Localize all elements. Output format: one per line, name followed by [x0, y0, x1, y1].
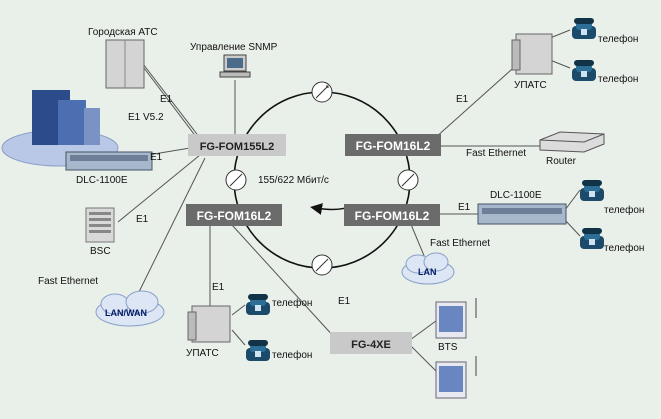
e1-label: E1: [136, 214, 149, 225]
computer-icon: [219, 54, 251, 78]
bts-upper-icon: [435, 298, 477, 339]
fast-ethernet-right-label: Fast Ethernet: [430, 238, 490, 249]
e1-label: E1: [458, 202, 471, 213]
phone-label: телефон: [272, 297, 312, 309]
bts-lower-icon: [435, 356, 477, 399]
fom16-left-node: [186, 204, 282, 226]
fom16-top-node-label: FG-FOM16L2: [356, 139, 431, 153]
fom16-left-node-label: FG-FOM16L2: [197, 209, 272, 223]
upats-bottom-rack-icon: [187, 305, 231, 343]
phone-label: телефон: [272, 349, 312, 361]
lan-label: LAN: [418, 267, 437, 277]
fom16-right-node: [344, 204, 440, 226]
phone-label: телефон: [598, 33, 638, 45]
fg4xe-node-label: FG-4XE: [351, 339, 391, 351]
fast-ethernet-left-label: Fast Ethernet: [38, 276, 98, 287]
connection-lines: [117, 29, 581, 376]
fom16-right-node-label: FG-FOM16L2: [355, 209, 430, 223]
ring-speed-label: 155/622 Мбит/с: [258, 174, 329, 186]
ring-repeater-icon: [311, 254, 333, 276]
ring-repeater-icon: [397, 169, 419, 191]
ring-repeater-icon: [225, 169, 247, 191]
e1-label: E1: [160, 94, 173, 105]
phone-icon: [246, 294, 270, 315]
upats-bottom-label: УПАТС: [186, 348, 219, 359]
phone-label: телефон: [604, 204, 644, 216]
upats-top-label: УПАТС: [514, 80, 547, 91]
router-icon: [539, 131, 605, 153]
lan-wan-cloud-icon: [95, 290, 165, 327]
phone-icon: [580, 228, 604, 249]
dlc-right-label: DLC-1100E: [490, 190, 542, 201]
city-ats-label: Городская АТС: [88, 27, 158, 38]
e1-label: E1: [212, 282, 225, 293]
snmp-label: Управление SNMP: [190, 42, 278, 53]
fom16-top-node: [345, 134, 441, 156]
e1-label: E1: [456, 94, 469, 105]
phone-icon: [572, 60, 596, 81]
fast-ethernet-top-label: Fast Ethernet: [466, 148, 526, 159]
phone-icon: [572, 18, 596, 39]
fom155-node-label: FG-FOM155L2: [200, 141, 275, 153]
dlc-right-device-icon: [477, 203, 567, 225]
upats-top-rack-icon: [511, 33, 553, 75]
lan-cloud-icon: [401, 252, 455, 285]
bts-label: BTS: [438, 342, 458, 353]
dlc-left-device-icon: [65, 151, 153, 171]
phone-icon: [580, 180, 604, 201]
dlc-left-label: DLC-1100E: [76, 175, 128, 186]
fg4xe-node: [330, 332, 412, 354]
city-ats-rack-icon: [105, 39, 145, 89]
e1-label: E1: [150, 152, 163, 163]
e1-label: E1: [338, 296, 351, 307]
ring-repeater-icon: [311, 81, 333, 103]
e1-v52-label: E1 V5.2: [128, 112, 164, 123]
bsc-rack-icon: [85, 207, 115, 243]
lan-wan-label: LAN/WAN: [105, 308, 147, 318]
phone-label: телефон: [598, 73, 638, 85]
phone-label: телефон: [604, 242, 644, 254]
router-label: Router: [546, 156, 577, 167]
phone-icon: [246, 340, 270, 361]
fom155-node: [188, 134, 286, 156]
bsc-label: BSC: [90, 246, 111, 257]
